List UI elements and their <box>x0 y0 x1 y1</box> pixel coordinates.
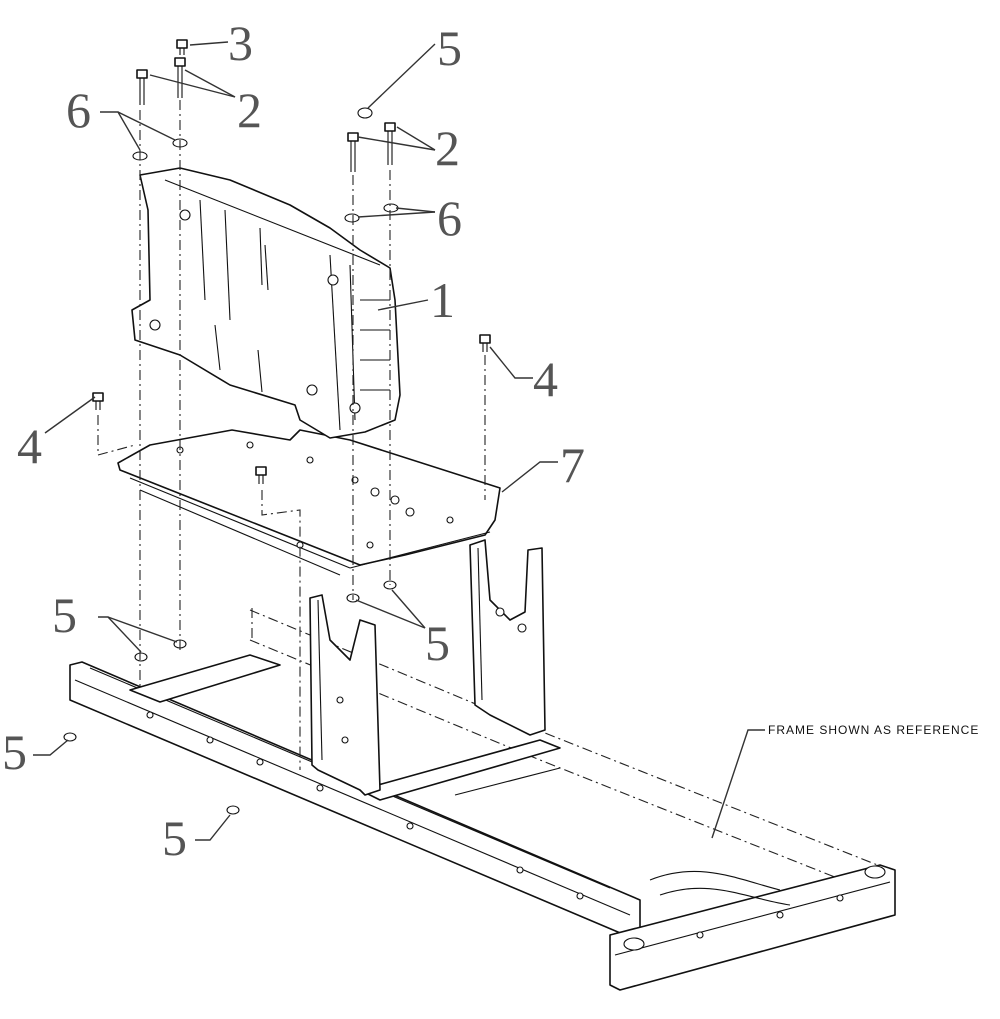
callout-4-left: 4 <box>17 418 42 474</box>
bolts <box>92 39 491 484</box>
callout-5-top: 5 <box>437 20 462 76</box>
callout-5-bottom: 5 <box>162 810 187 866</box>
mounting-plate <box>117 429 501 576</box>
callout-2-right: 2 <box>435 120 460 176</box>
assembly-centerlines <box>97 100 486 770</box>
support-brackets <box>309 539 546 796</box>
callout-6-right: 6 <box>437 190 462 246</box>
callout-6-left: 6 <box>66 82 91 138</box>
callout-2-left: 2 <box>237 82 262 138</box>
callout-7: 7 <box>560 437 585 493</box>
frame-reference <box>69 608 896 991</box>
controller-module <box>131 167 401 439</box>
callout-5-center: 5 <box>425 615 450 671</box>
callout-5-left-mid: 5 <box>52 587 77 643</box>
callout-4-right: 4 <box>533 351 558 407</box>
callout-labels: 3 2 5 6 2 6 1 4 4 7 5 5 5 5 <box>2 15 585 866</box>
callout-5-left-low: 5 <box>2 724 27 780</box>
callout-3: 3 <box>228 15 253 71</box>
callout-1: 1 <box>430 272 455 328</box>
reference-note: FRAME SHOWN AS REFERENCE <box>768 723 979 737</box>
callout-leaders <box>33 41 765 841</box>
